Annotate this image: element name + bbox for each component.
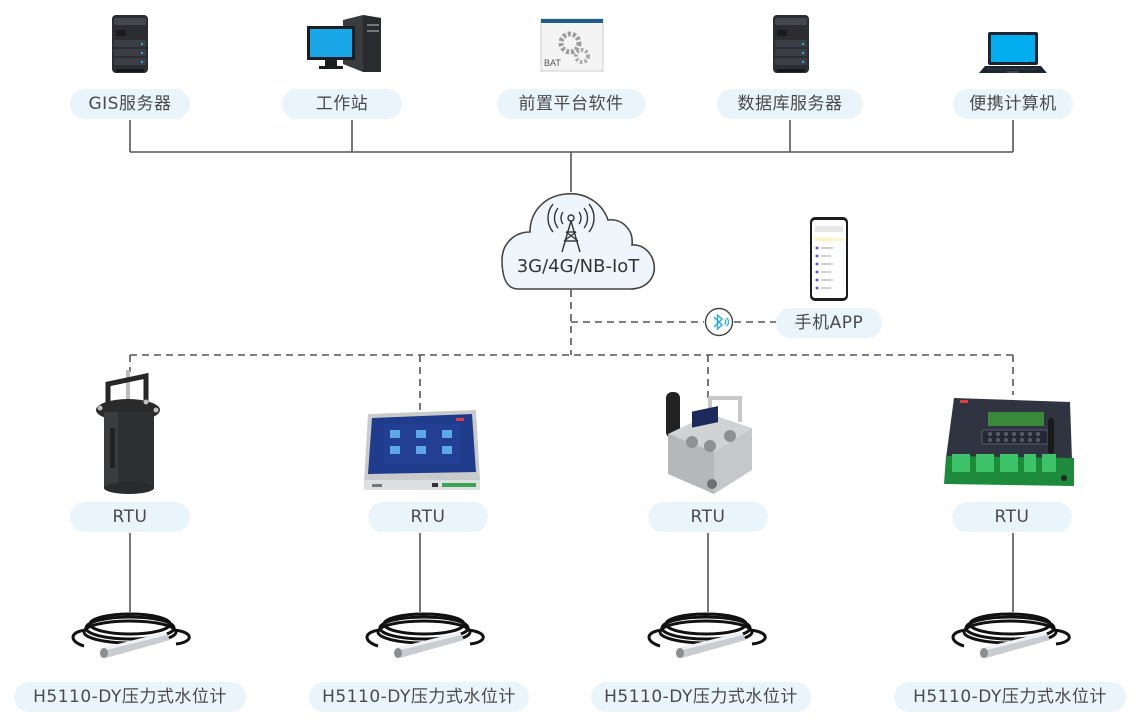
rtu-compact-icon — [666, 392, 752, 494]
server-icon — [112, 15, 148, 73]
mobile-app-label: 手机APP — [776, 308, 882, 338]
rtu-label-4: RTU — [952, 502, 1072, 532]
sensor-label-2: H5110-DY压力式水位计 — [309, 682, 529, 712]
rtu-label-1: RTU — [70, 502, 190, 532]
pressure-sensor-icon — [365, 612, 485, 658]
rtu-terminal-board-icon — [944, 398, 1074, 486]
sensor-label-4: H5110-DY压力式水位计 — [894, 682, 1126, 712]
node-label-portable-computer: 便携计算机 — [953, 89, 1073, 119]
pressure-sensor-icon — [951, 612, 1071, 658]
pressure-sensor-icon — [647, 612, 767, 658]
svg-text:BAT: BAT — [544, 58, 561, 68]
node-label-workstation: 工作站 — [282, 89, 402, 119]
bat-software-icon: BAT — [540, 18, 604, 72]
sensor-label-3: H5110-DY压力式水位计 — [591, 682, 811, 712]
workstation-icon — [307, 15, 381, 72]
database-server-icon — [773, 15, 809, 73]
sensor-label-1: H5110-DY压力式水位计 — [14, 682, 246, 712]
cell-tower-icon — [547, 203, 595, 253]
node-label-gis-server: GIS服务器 — [70, 89, 190, 119]
rtu-cylinder-icon — [96, 370, 160, 494]
pressure-sensor-icon — [71, 612, 191, 658]
rtu-touchscreen-icon — [364, 410, 480, 490]
node-label-front-platform-software: 前置平台软件 — [497, 89, 645, 119]
node-label-database-server: 数据库服务器 — [717, 89, 863, 119]
network-label: 3G/4G/NB-IoT — [516, 256, 640, 277]
smartphone-icon — [810, 217, 848, 301]
rtu-label-2: RTU — [368, 502, 488, 532]
laptop-icon — [979, 32, 1047, 73]
rtu-label-3: RTU — [648, 502, 768, 532]
bluetooth-icon — [704, 307, 734, 337]
cloud-network-icon — [501, 193, 656, 290]
